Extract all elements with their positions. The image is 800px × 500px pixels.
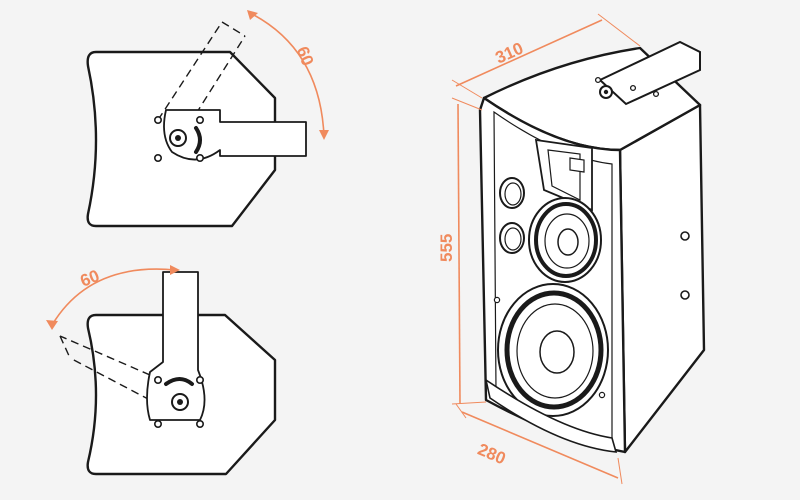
top-view-bracket-rotation: 60	[86, 10, 329, 228]
top-bracket-screw	[594, 76, 602, 84]
bottom-view-slot	[164, 377, 194, 386]
depth-dimension-label: 280	[475, 440, 509, 469]
speaker-isometric-view	[478, 40, 706, 454]
bottom-view-screw	[196, 375, 205, 384]
width-extension-line	[597, 13, 641, 47]
tweeter-horn-inner	[547, 149, 581, 201]
top-bracket-screw	[629, 84, 637, 92]
height-extension-line	[451, 401, 487, 405]
cabinet-top-bracket	[598, 40, 701, 106]
bottom-view-angle-label: 60	[78, 266, 103, 291]
height-dimension-line	[457, 103, 461, 405]
top-bracket-screw	[652, 90, 660, 98]
top-view-screw	[196, 154, 205, 163]
top-view-screw	[154, 116, 163, 125]
depth-extension-line	[455, 403, 467, 419]
bottom-view-pivot-center	[177, 399, 183, 405]
woofer-driver	[493, 283, 609, 417]
bottom-view-rotated-bracket	[59, 335, 151, 401]
cabinet-side-panel	[618, 103, 706, 454]
depth-dimension-line	[461, 411, 619, 479]
top-view-arc-arrow	[247, 10, 258, 20]
bottom-view-screw	[196, 419, 205, 428]
mid-driver	[528, 197, 602, 283]
top-view-slot	[194, 126, 202, 154]
bottom-view-screw	[154, 419, 163, 428]
top-bracket-knob-center	[603, 89, 609, 95]
bottom-view-bracket-rotation: 60	[46, 265, 277, 476]
bottom-view-angle-arc	[51, 268, 176, 326]
bottom-view-arc-arrow	[170, 265, 180, 275]
side-mount-point	[680, 290, 690, 300]
bass-port-upper-inner	[504, 182, 522, 206]
depth-extension-line	[617, 457, 623, 485]
tweeter-horn	[534, 138, 593, 212]
top-view-screw	[196, 116, 205, 125]
width-dimension-line	[455, 19, 603, 87]
bass-port-lower-inner	[504, 227, 522, 251]
cabinet-bottom-base	[484, 378, 618, 453]
top-view-angle-label: 60	[293, 44, 318, 69]
tweeter-throat	[569, 157, 585, 173]
height-extension-line	[451, 97, 483, 111]
height-dimension-label: 555	[437, 234, 456, 262]
width-dimension-label: 310	[493, 39, 527, 68]
top-view-screw	[154, 154, 163, 163]
top-view-arc-arrow	[319, 130, 329, 140]
side-mount-point	[680, 231, 690, 241]
width-extension-line	[451, 79, 483, 99]
bottom-view-arc-arrow	[46, 320, 58, 330]
top-view-pivot-center	[175, 135, 181, 141]
top-view-angle-arc	[251, 13, 325, 137]
bottom-view-screw	[154, 375, 163, 384]
